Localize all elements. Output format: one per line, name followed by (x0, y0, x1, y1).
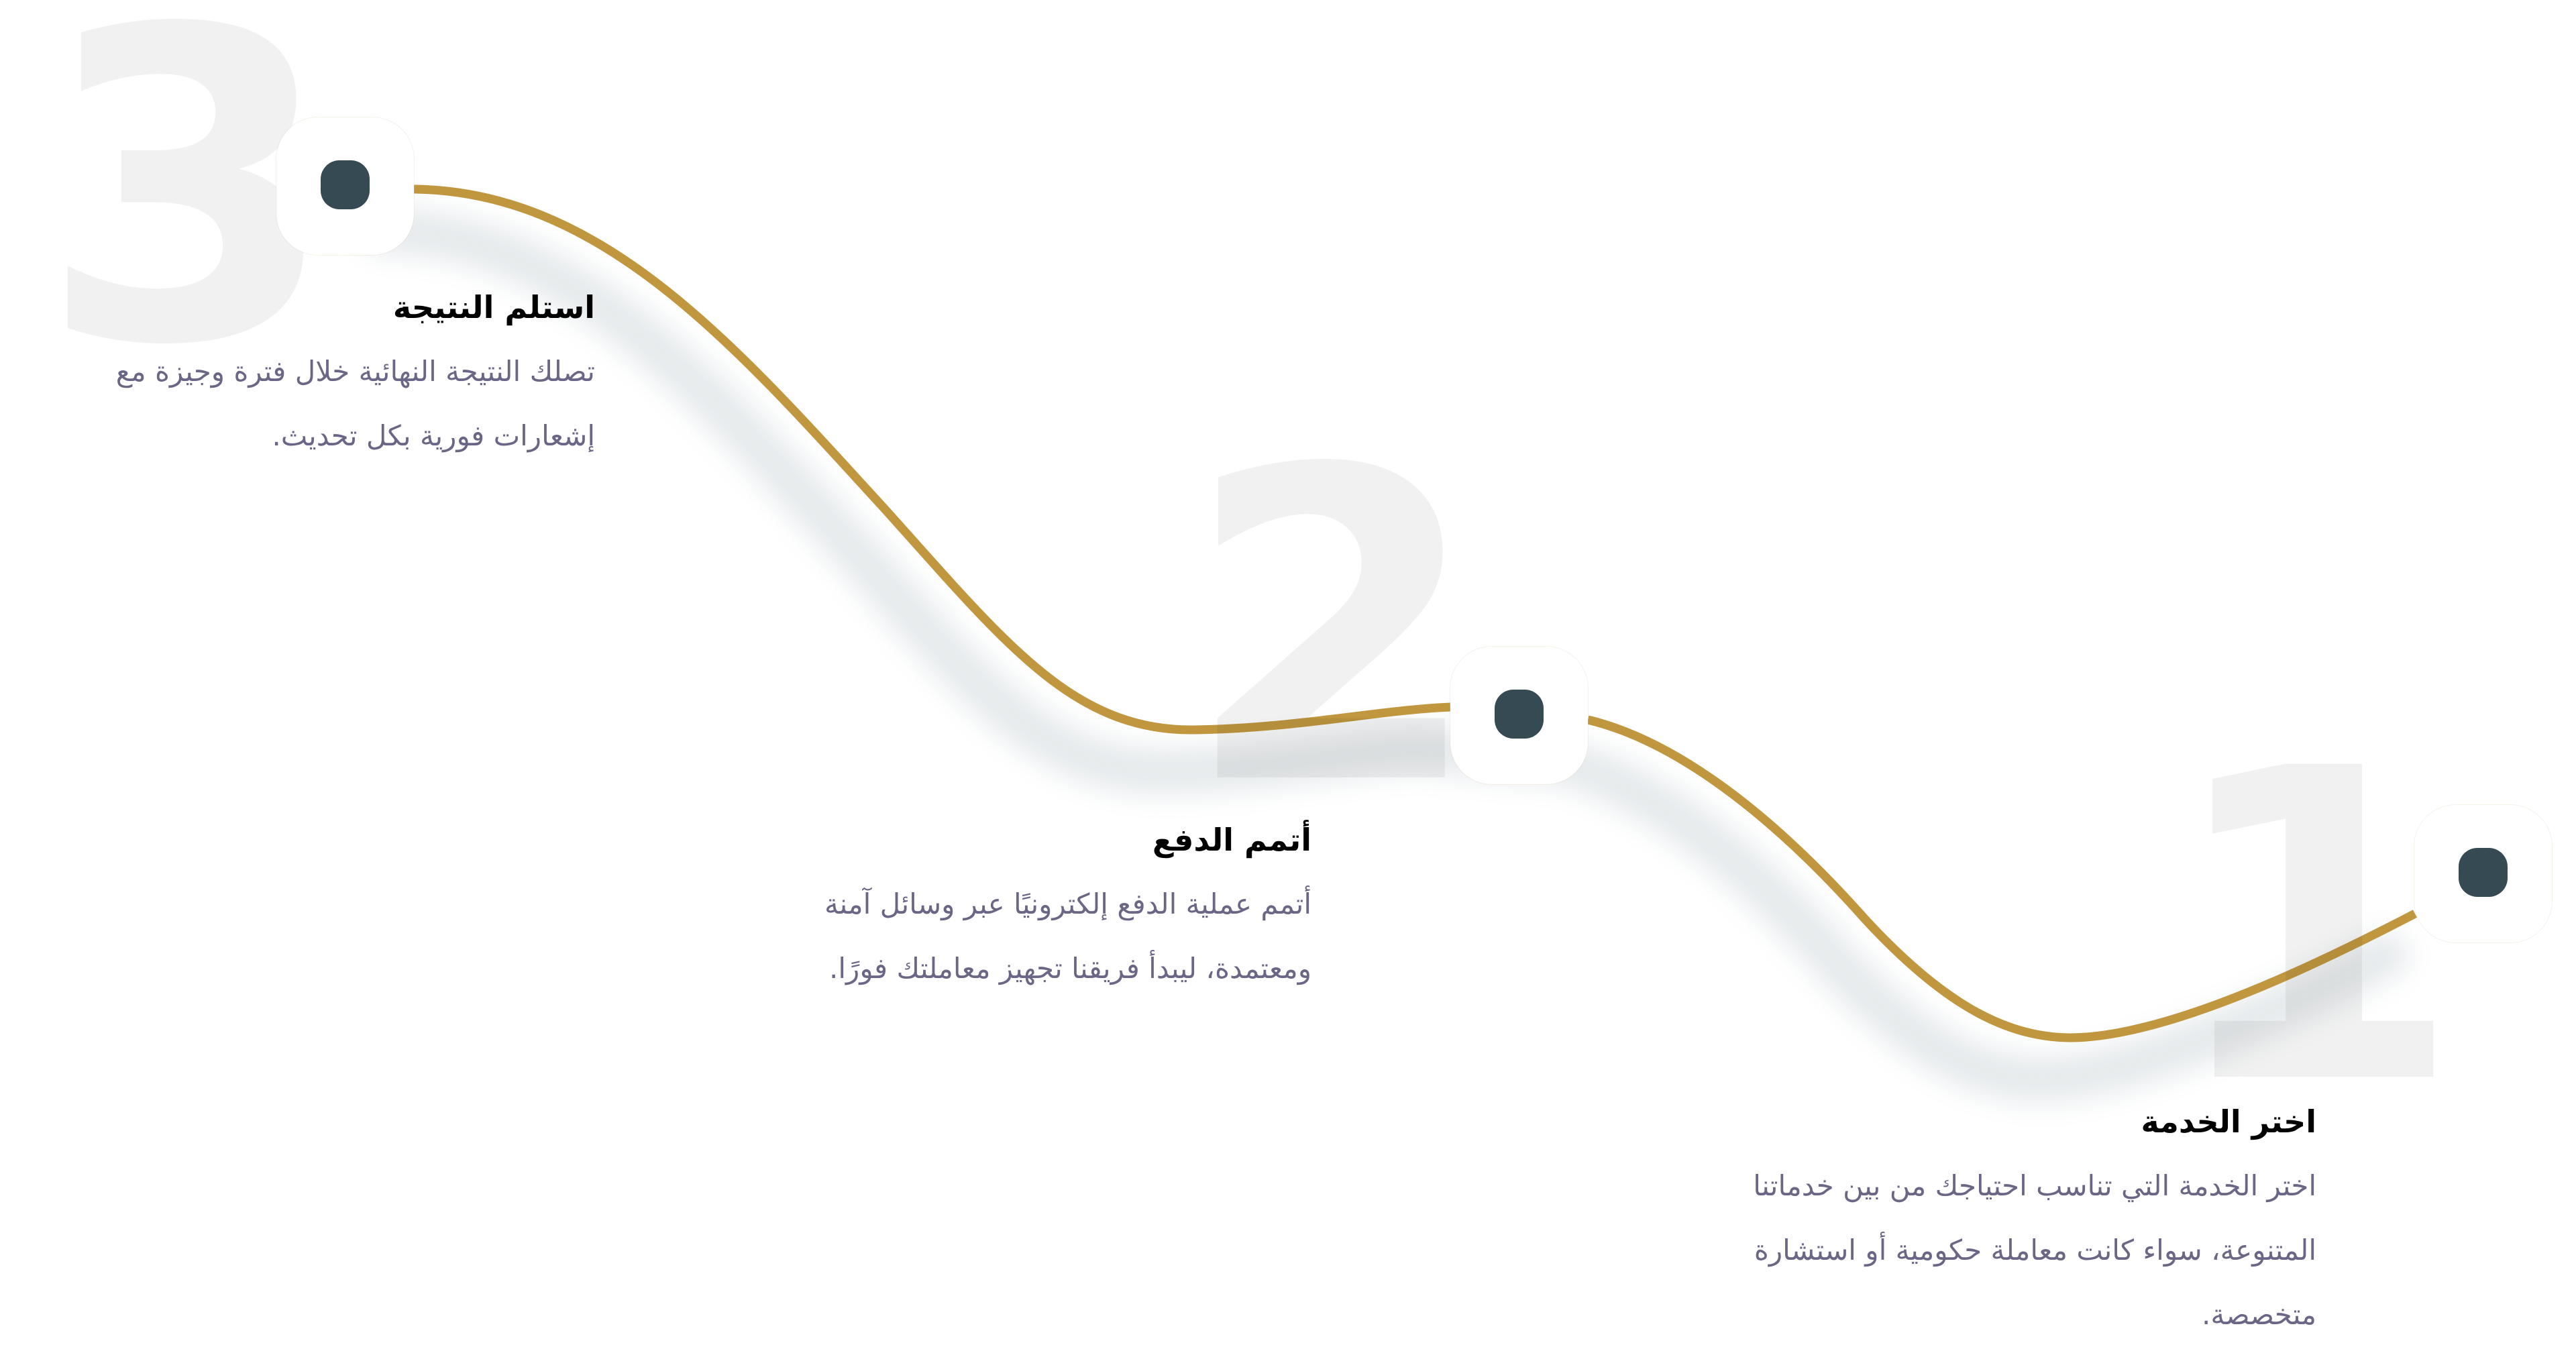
step-1-title: اختر الخدمة (2141, 1103, 2316, 1140)
step-2-description-line-2: ومعتمدة، ليبدأ فريقنا تجهيز معاملتك فورً… (829, 952, 1311, 985)
step-2-node (1450, 647, 1588, 784)
step-number-2: 2 (1183, 379, 1482, 879)
step-2-description: أتمم عملية الدفع إلكترونيًا عبر وسائل آم… (761, 872, 1311, 1001)
step-3-title: استلم النتيجة (392, 289, 595, 325)
step-number-1: 1 (2164, 678, 2463, 1178)
step-1-description-line-3: متخصصة. (2202, 1298, 2316, 1331)
step-2-description-line-1: أتمم عملية الدفع إلكترونيًا عبر وسائل آم… (824, 887, 1311, 920)
path-line (413, 184, 2417, 1042)
step-2-content: أتمم الدفع أتمم عملية الدفع إلكترونيًا ع… (761, 820, 1311, 1001)
step-3-node (276, 117, 414, 255)
path-shadow (360, 207, 2408, 1103)
step-2-title: أتمم الدفع (1152, 822, 1311, 858)
step-2-dot-icon (1495, 690, 1544, 739)
step-3-dot-icon (321, 160, 370, 209)
step-1-dot-icon (2459, 848, 2508, 897)
step-3-content: استلم النتيجة تصلك النتيجة النهائية خلال… (45, 287, 595, 468)
step-3-description: تصلك النتيجة النهائية خلال فترة وجيزة مع… (45, 339, 595, 468)
step-1-description-line-1: اختر الخدمة التي تناسب احتياجك من بين خد… (1753, 1169, 2316, 1202)
step-1-content: اختر الخدمة اختر الخدمة التي تناسب احتيا… (1672, 1101, 2316, 1347)
step-3-description-line-2: إشعارات فورية بكل تحديث. (272, 419, 595, 452)
step-1-node (2414, 805, 2552, 942)
step-1-description-line-2: المتنوعة، سواء كانت معاملة حكومية أو است… (1754, 1234, 2316, 1267)
step-3-description-line-1: تصلك النتيجة النهائية خلال فترة وجيزة مع (115, 355, 595, 388)
step-1-description: اختر الخدمة التي تناسب احتياجك من بين خد… (1672, 1154, 2316, 1347)
